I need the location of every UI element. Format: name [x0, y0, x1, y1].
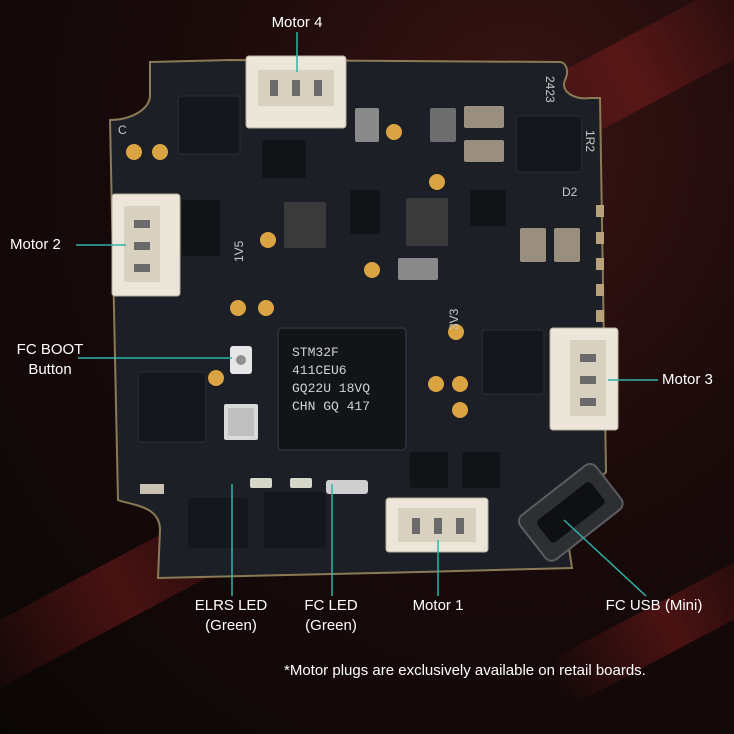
motor2-connector [111, 193, 181, 297]
fc-led-label-line1: FC LED [304, 597, 358, 614]
fc-boot-label-line2: Button [28, 361, 72, 378]
fc-boot-label-line1: FC BOOT [16, 341, 84, 358]
fc-usb-label: FC USB (Mini) [605, 597, 703, 614]
chip-marking-4: CHN GQ 417 [292, 399, 370, 414]
edge-pads [596, 205, 604, 322]
fc-led-label: FC LED (Green) [286, 596, 376, 636]
motor2-label: Motor 2 [10, 236, 61, 253]
silk-2423: 2423 [543, 76, 557, 103]
motor4-label: Motor 4 [271, 14, 323, 31]
motor1-label: Motor 1 [412, 597, 464, 614]
chip-marking-3: GQ22U 18VQ [292, 381, 370, 396]
silk-c: C [118, 123, 127, 137]
silk-3v3: 3V3 [447, 308, 461, 330]
elrs-led-label-line1: ELRS LED [194, 597, 268, 614]
stm32-chip [277, 327, 407, 451]
motor3-label: Motor 3 [662, 371, 713, 388]
silk-1r2: 1R2 [583, 130, 597, 152]
silk-d2: D2 [562, 185, 578, 199]
gold-pads [126, 124, 468, 418]
leader-lines [76, 32, 658, 597]
motor1-connector [385, 497, 489, 553]
components [137, 95, 583, 548]
retail-footnote: *Motor plugs are exclusively available o… [284, 662, 646, 679]
elrs-led-label: ELRS LED (Green) [178, 596, 284, 636]
chip-marking-1: STM32F [292, 345, 339, 360]
usb-connector [517, 462, 624, 562]
fc-led-label-line2: (Green) [305, 617, 357, 634]
motor4-connector [245, 55, 347, 129]
silk-1v5: 1V5 [232, 240, 246, 262]
fc-boot-label: FC BOOT Button [4, 340, 96, 380]
elrs-led-label-line2: (Green) [205, 617, 257, 634]
motor3-connector [549, 327, 619, 431]
chip-marking-2: 411CEU6 [292, 363, 347, 378]
